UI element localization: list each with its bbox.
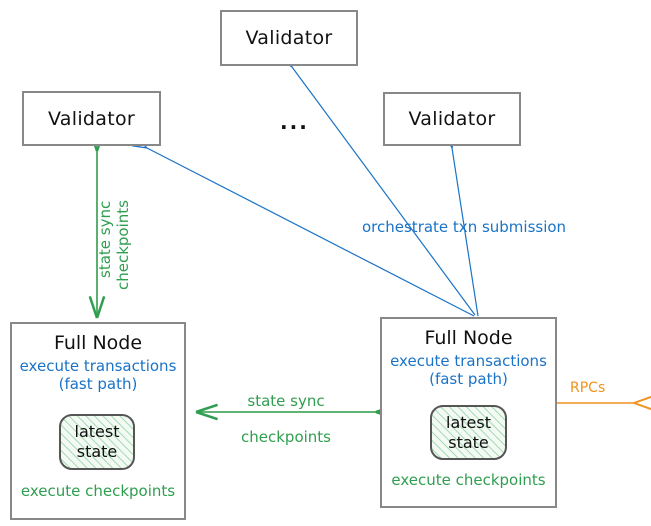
state-sync-horizontal-line1: state sync [247,392,325,410]
state-sync-vertical-label-line1: state sync [96,200,114,278]
state-sync-horizontal-line2: checkpoints [241,427,331,446]
latest-state-box-left[interactable]: latest state [59,414,135,470]
validators-ellipsis: ... [280,110,309,134]
fullnode-left-blue-line2: (fast path) [58,374,138,393]
fullnode-right-blue-line1: execute transactions [390,352,547,370]
fullnode-right-green-text: execute checkpoints [391,471,546,489]
rpcs-label: RPCs [570,380,606,396]
state-sync-horizontal-label: state sync checkpoints [196,392,376,446]
latest-state-right-line1: latest [446,412,491,432]
fullnode-right-blue-line2: (fast path) [429,369,508,388]
fullnode-left-blue-text: execute transactions (fast path) [19,357,177,393]
edge-fullnode-to-validator-left [131,136,475,317]
fullnode-left-blue-line1: execute transactions [19,357,177,375]
latest-state-right-line2: state [448,432,489,452]
edge-fullnode-to-validator-top [279,52,476,316]
validator-node-top[interactable]: Validator [220,10,358,66]
orchestrate-txn-submission-label: orchestrate txn submission [362,218,567,236]
fullnode-left-green-text: execute checkpoints [20,482,176,500]
validator-right-label: Validator [408,108,496,130]
fullnode-right[interactable]: Full Node execute transactions (fast pat… [380,317,557,508]
fullnode-left-title: Full Node [53,332,143,354]
state-sync-vertical-label-line2: checkpoints [114,200,132,290]
validator-left-label: Validator [47,107,135,130]
latest-state-left-line2: state [76,442,118,461]
validator-top-label: Validator [245,27,333,49]
edge-fullnode-to-validator-right [444,132,479,317]
fullnode-left[interactable]: Full Node execute transactions (fast pat… [10,322,186,520]
validator-node-left[interactable]: Validator [22,91,161,146]
fullnode-right-blue-text: execute transactions (fast path) [390,352,547,388]
validator-node-right[interactable]: Validator [383,92,521,146]
fullnode-right-title: Full Node [424,327,513,349]
latest-state-box-right[interactable]: latest state [430,405,507,460]
latest-state-left-line1: latest [74,422,120,442]
